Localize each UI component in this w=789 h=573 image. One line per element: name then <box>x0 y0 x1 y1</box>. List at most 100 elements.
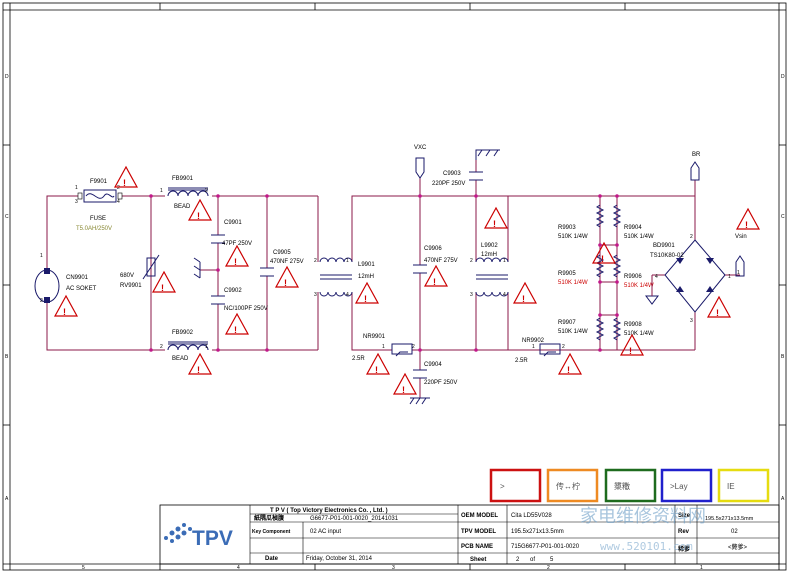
bridge-rectifier-bd9901[interactable]: BD9901 TS10K80-02 24 13 <box>645 234 731 324</box>
r9907-value: 510K 1/4W <box>558 329 588 335</box>
row-letter-a: A <box>5 496 9 502</box>
warning-icon: ! <box>365 352 391 375</box>
row-letter-c: C <box>5 214 9 220</box>
size-label: Size <box>678 513 691 519</box>
capacitor-c9901[interactable]: C9901 47PF 250V <box>211 220 252 247</box>
legend-text-blue: >Lay <box>670 482 688 491</box>
fb9901-ref: FB9901 <box>172 176 194 182</box>
legend-box-orange <box>546 468 599 503</box>
svg-text:!: ! <box>234 257 237 267</box>
svg-text:4: 4 <box>346 292 349 298</box>
r9906-ref: R9906 <box>624 274 642 280</box>
svg-text:2: 2 <box>412 344 415 350</box>
svg-text:2: 2 <box>562 344 565 350</box>
col-number-3: 3 <box>392 565 395 571</box>
resistor-r9908[interactable]: R9908 510K 1/4W <box>612 317 654 341</box>
warning-icon: ! <box>187 198 213 221</box>
svg-text:!: ! <box>629 346 632 356</box>
pcb-name-value: 715G6677-P01-001-0020 <box>511 544 580 550</box>
svg-text:!: ! <box>63 307 66 317</box>
c9904-ref: C9904 <box>424 362 442 368</box>
varistor-rv9901[interactable]: 680V RV9901 <box>120 254 160 289</box>
svg-text:2: 2 <box>470 258 473 264</box>
bd9901-value: TS10K80-02 <box>650 253 684 259</box>
row-letter-a-right: A <box>781 496 785 502</box>
warning-icon: ! <box>354 281 380 304</box>
r9905-value: 510K 1/4W <box>558 280 588 286</box>
watermark-url: www.520101.com <box>600 540 693 553</box>
svg-text:2: 2 <box>117 185 120 191</box>
r9903-value: 510K 1/4W <box>558 234 588 240</box>
capacitor-c9905[interactable]: C9905 470NF 275V <box>260 250 304 277</box>
fuse-type: FUSE <box>90 216 106 222</box>
l9901-value: 12mH <box>358 274 374 280</box>
fb9902-type: BEAD <box>172 356 189 362</box>
chassis-ground-icon <box>193 257 201 279</box>
nr9901-value: 2.5R <box>352 356 365 362</box>
svg-text:2: 2 <box>205 188 208 194</box>
rev-label: Rev <box>678 529 690 535</box>
legend-text-orange: 传↔柠 <box>556 481 580 491</box>
watermark-text: 家电维修资料网 <box>580 506 706 527</box>
sheet-of: of <box>530 557 535 563</box>
svg-text:!: ! <box>375 365 378 375</box>
resistor-r9903[interactable]: R9903 510K 1/4W <box>558 204 605 240</box>
c9905-value: 470NF 275V <box>270 259 304 265</box>
svg-text:!: ! <box>284 278 287 288</box>
svg-text:!: ! <box>234 325 237 335</box>
row-letter-c-right: C <box>781 214 785 220</box>
col-number-2: 2 <box>547 565 550 571</box>
capacitor-c9902[interactable]: C9902 NC/100PF 250V <box>211 288 268 312</box>
warning-icon: ! <box>735 207 761 230</box>
resistor-r9906[interactable]: R9906 510K 1/4W <box>612 254 654 289</box>
legend-text-green: 橥糤 <box>614 481 630 491</box>
resistor-r9907[interactable]: R9907 510K 1/4W <box>558 317 605 341</box>
rv9901-value: 680V <box>120 273 134 279</box>
legend-text-red: > <box>500 482 505 491</box>
c9905-ref: C9905 <box>273 250 291 256</box>
vsin-label: Vsin <box>735 234 747 240</box>
fuse-f9901[interactable]: F9901 FUSE T5.0AH/250V 13 24 <box>75 179 123 232</box>
c9901-ref: C9901 <box>224 220 242 226</box>
company-name: T P V ( Top Victory Electronics Co. , Lt… <box>270 508 388 514</box>
net-flag-br: BR <box>690 152 701 181</box>
doc-value: G6677-P01-001-0020_20141031 <box>310 516 399 522</box>
capacitor-c9903[interactable]: C9903 220PF 250V <box>432 149 500 187</box>
svg-text:!: ! <box>197 365 200 375</box>
row-letter-b-right: B <box>781 354 785 360</box>
extra-value: <斃爹> <box>728 543 748 551</box>
warning-icon: ! <box>53 294 79 317</box>
r9903-ref: R9903 <box>558 225 576 231</box>
resistor-r9905[interactable]: R9905 510K 1/4W <box>558 254 605 286</box>
col-number-1: 1 <box>700 565 703 571</box>
capacitor-c9906[interactable]: C9906 470NF 275V <box>413 246 458 274</box>
r9908-value: 510K 1/4W <box>624 331 654 337</box>
warning-icon: ! <box>151 270 177 293</box>
warning-icon: ! <box>224 312 250 335</box>
resistor-r9904[interactable]: R9904 510K 1/4W <box>612 204 654 240</box>
svg-text:2: 2 <box>40 298 43 304</box>
svg-text:3: 3 <box>690 318 693 324</box>
fuse-ref: F9901 <box>90 179 108 185</box>
capacitor-c9904[interactable]: C9904 220PF 250V <box>409 362 457 405</box>
tpv-logo-text: TPV <box>192 527 233 550</box>
svg-text:4: 4 <box>655 274 658 280</box>
extra-label: 稀爹 <box>677 545 690 553</box>
legend-box-red <box>489 468 542 503</box>
oem-model-value: Cita LD55V028 <box>511 513 552 519</box>
c9901-value: 47PF 250V <box>222 241 252 247</box>
svg-text:3: 3 <box>75 199 78 205</box>
fuse-value: T5.0AH/250V <box>76 226 112 232</box>
warning-icon: ! <box>619 333 645 356</box>
ac-socket-cn9901[interactable]: 12 CN9901 AC SOKET <box>34 253 97 304</box>
svg-text:!: ! <box>493 219 496 229</box>
svg-text:!: ! <box>522 294 525 304</box>
